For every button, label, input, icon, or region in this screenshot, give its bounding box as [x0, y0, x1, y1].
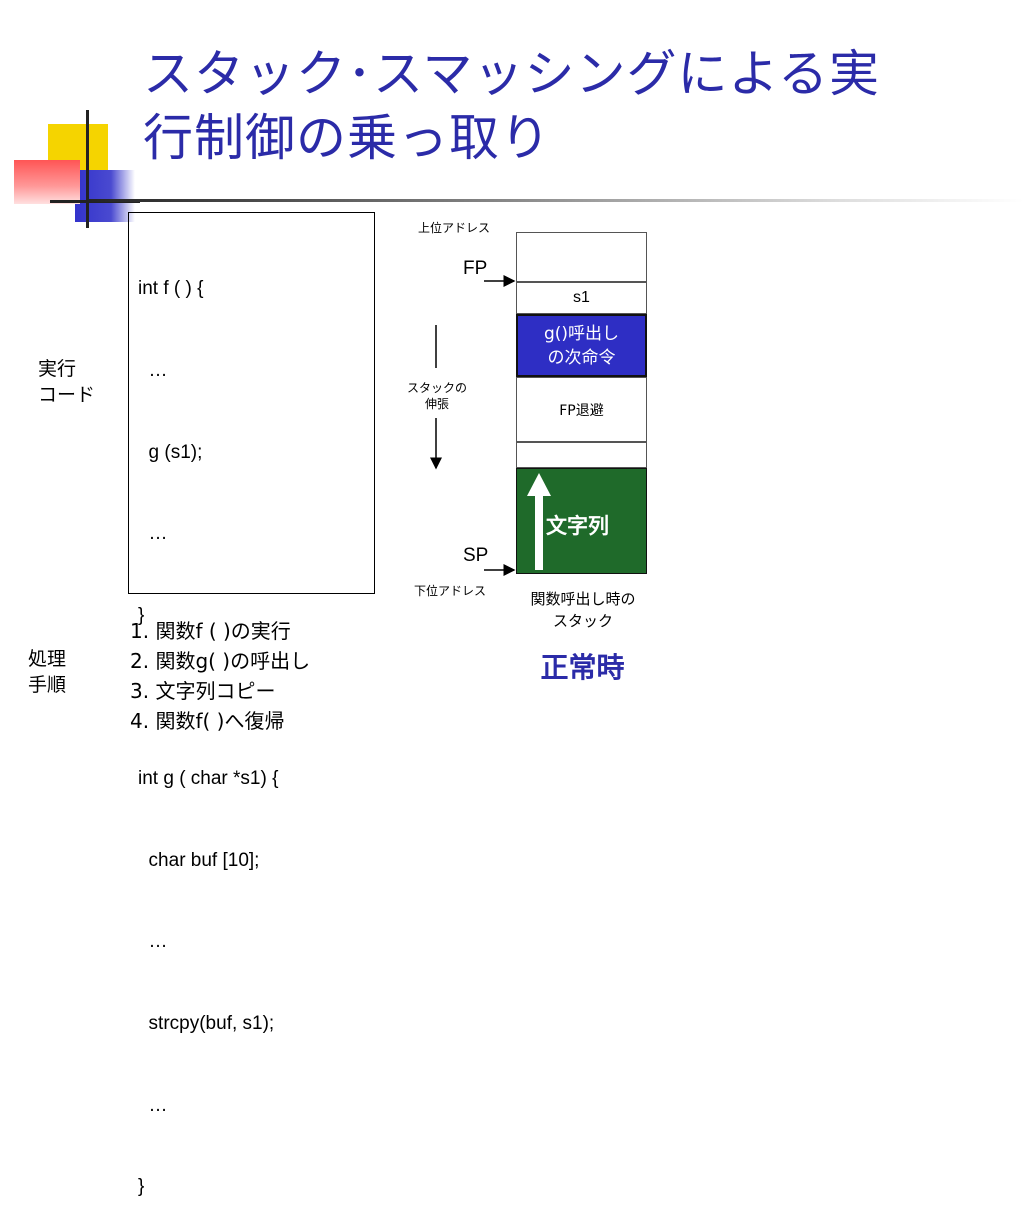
stack-caption-line-2: スタック: [552, 612, 613, 630]
stack-arrows: [430, 275, 516, 576]
code-line: int g ( char *s1) {: [138, 768, 279, 790]
slide-title: スタック･スマッシングによる実 行制御の乗っ取り: [143, 42, 1003, 170]
stack-cell-s1: s1: [516, 282, 647, 314]
stack-growth-line-2: 伸張: [424, 397, 449, 411]
code-line: …: [138, 360, 168, 382]
state-label: 正常時: [540, 651, 625, 684]
fp-label: FP: [463, 258, 488, 279]
stack-caption: 関数呼出し時の スタック: [503, 588, 663, 632]
step-item: 4. 関数f( )へ復帰: [130, 709, 285, 733]
stack-growth-label: スタックの 伸張: [404, 380, 470, 412]
upper-address-label: 上位アドレス: [418, 221, 491, 235]
procedure-label: 処理 手順: [28, 646, 66, 698]
logo-red-square: [14, 160, 80, 204]
stack-cell-top: [516, 232, 647, 282]
title-line-2: 行制御の乗っ取り: [143, 109, 551, 167]
stack-cell-gap: [516, 442, 647, 468]
stack-cell-fp-save-label: FP退避: [559, 402, 604, 419]
step-item: 2. 関数g( )の呼出し: [130, 649, 311, 673]
code-line: }: [138, 604, 145, 626]
step-item: 3. 文字列コピー: [130, 679, 276, 703]
stack-caption-line-1: 関数呼出し時の: [530, 590, 636, 608]
stack-cell-return-address: g()呼出し の次命令: [516, 314, 647, 377]
logo-decoration: [0, 110, 140, 230]
title-rule: [86, 199, 1024, 202]
code-box: [128, 212, 375, 594]
logo-blue-square: [75, 170, 135, 222]
code-line: …: [138, 931, 168, 953]
code-line: strcpy(buf, s1);: [138, 1012, 275, 1034]
code-line: g (s1);: [138, 441, 203, 463]
stack-growth-line-1: スタックの: [406, 381, 467, 395]
procedure-steps: 1. 関数f ( )の実行 2. 関数g( )の呼出し 3. 文字列コピー 4.…: [130, 616, 310, 736]
sp-label: SP: [463, 545, 489, 566]
stack-cell-s1-label: s1: [573, 289, 590, 306]
return-line-2: の次命令: [547, 347, 616, 368]
exec-code-label-line-1: 実行: [38, 358, 77, 380]
lower-address-label: 下位アドレス: [414, 584, 487, 598]
string-cell-label: 文字列: [546, 514, 609, 538]
code-line: …: [138, 523, 168, 545]
code-line: …: [138, 1094, 168, 1116]
logo-vertical-line: [86, 110, 89, 228]
exec-code-label: 実行 コード: [38, 356, 95, 408]
title-line-1: スタック･スマッシングによる実: [143, 45, 880, 103]
stack-cell-fp-save: FP退避: [516, 377, 647, 442]
procedure-label-line-1: 処理: [28, 648, 67, 670]
step-item: 1. 関数f ( )の実行: [130, 619, 291, 643]
code-line: int f ( ) {: [138, 278, 204, 300]
exec-code-label-line-2: コード: [38, 384, 96, 406]
code-line: }: [138, 1176, 145, 1198]
code-line: char buf [10];: [138, 849, 260, 871]
string-overflow-arrow: [527, 473, 551, 570]
procedure-label-line-2: 手順: [28, 674, 67, 696]
return-line-1: g()呼出し: [543, 323, 620, 344]
